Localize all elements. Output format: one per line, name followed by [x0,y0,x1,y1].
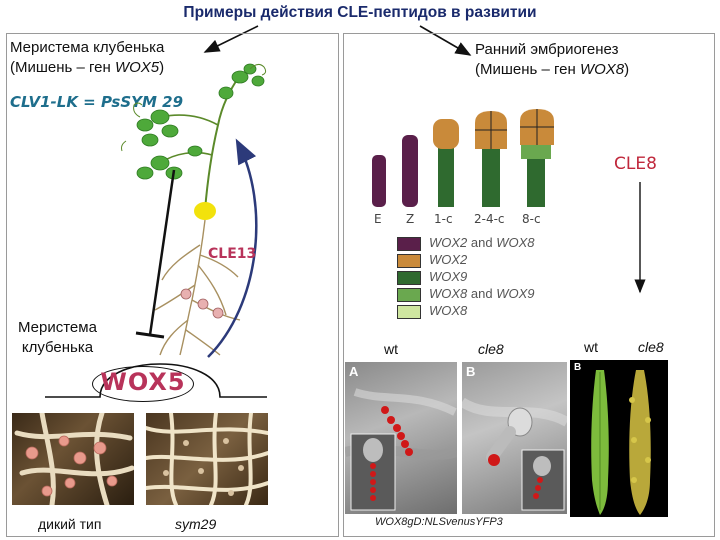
legend: WOX2 and WOX8 WOX2 WOX9 WOX8 and WOX9 WO… [397,235,577,321]
legend-item: WOX9 [397,269,577,287]
legend-swatch [397,237,421,251]
legend-swatch [397,305,421,319]
plant-illustration [121,63,267,356]
nodules-photo-wildtype [12,413,134,505]
stage-label-8c: 8-c [522,212,541,226]
cle8-label: CLE8 [614,154,657,174]
legend-item: WOX8 [397,303,577,321]
caption-sym29: sym29 [175,516,217,532]
page-title: Примеры действия CLE-пептидов в развитии [183,4,537,21]
nodules-photo-sym29 [146,413,268,505]
cle8-arrow [634,182,646,294]
microscopy-panel-cle8: B [462,362,567,514]
legend-swatch [397,288,421,302]
stage-label-24c: 2-4-c [474,212,505,226]
title-arrow-right [419,25,472,56]
left-heading: Меристема клубенька (Мишень – ген WOX5) [10,39,165,76]
wox5-oval [92,366,194,402]
cle13-signal-arrow [207,138,258,358]
stage-labels: E Z 1-c 2-4-c 8-c [362,212,592,228]
right-panel [343,33,715,537]
left-panel [6,33,339,537]
silique-photo: B [570,360,668,517]
silique-label-cle8: cle8 [638,339,664,355]
stage-label-z: Z [406,212,415,226]
legend-swatch [397,254,421,268]
legend-item: WOX8 and WOX9 [397,286,577,304]
silique-panel-label: B [574,362,582,373]
legend-swatch [397,271,421,285]
cle13-label: CLE13 [208,246,257,262]
right-heading: Ранний эмбриогенез (Мишень – ген WOX8) [475,41,630,78]
micro-label-cle8: cle8 [478,341,504,357]
microscopy-panel-wt: A [345,362,457,514]
inhibition-arrow [135,169,176,339]
micro-label-wt: wt [384,341,398,357]
stage-label-1c: 1-c [434,212,453,226]
meristem-label: Меристема клубенька [18,319,97,356]
stage-label-e: E [374,212,382,226]
embryo-stages [372,109,554,207]
wox5-label: WOX5 [100,368,186,396]
caption-wildtype: дикий тип [38,516,102,532]
clv1-label: CLV1-LK = PsSYM 29 [10,93,184,111]
panel-b-label: B [466,364,476,379]
legend-item: WOX2 and WOX8 [397,235,577,253]
panel-a-label: A [349,364,359,379]
title-arrow-left [203,25,259,53]
silique-label-wt: wt [584,339,598,355]
micro-caption: WOX8gD:NLSvenusYFP3 [375,516,503,528]
title-arrows [203,25,472,56]
legend-item: WOX2 [397,252,577,270]
